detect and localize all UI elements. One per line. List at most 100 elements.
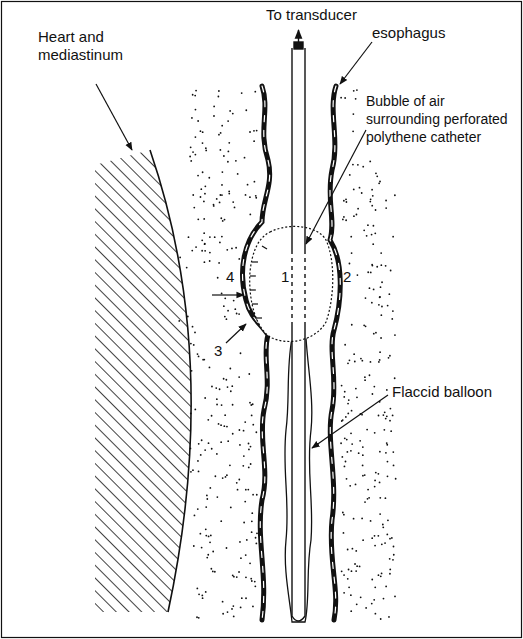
stipple-dot	[351, 252, 353, 254]
stipple-dot	[240, 352, 242, 354]
stipple-dot	[209, 487, 211, 489]
stipple-dot	[216, 496, 218, 498]
stipple-dot	[218, 262, 220, 264]
stipple-dot	[386, 415, 388, 417]
stipple-dot	[240, 607, 242, 609]
stipple-dot	[254, 181, 256, 183]
stipple-dot	[214, 236, 216, 238]
stipple-dot	[227, 120, 229, 122]
stipple-dot	[202, 131, 204, 133]
stipple-dot	[192, 469, 194, 471]
stipple-dot	[388, 293, 390, 295]
stipple-dot	[389, 569, 391, 571]
flaccid-balloon	[285, 338, 312, 622]
stipple-dot	[392, 451, 394, 453]
stipple-dot	[350, 610, 352, 612]
stipple-dot	[351, 324, 353, 326]
stipple-dot	[358, 452, 360, 454]
stipple-dot	[226, 249, 228, 251]
stipple-dot	[229, 110, 231, 112]
stipple-dot	[224, 219, 226, 221]
stipple-dot	[250, 446, 252, 448]
stipple-dot	[343, 592, 345, 594]
stipple-dot	[221, 194, 223, 196]
stipple-dot	[218, 134, 220, 136]
stipple-dot	[192, 151, 194, 153]
air-bubble	[250, 226, 333, 341]
stipple-dot	[360, 358, 362, 360]
stipple-dot	[355, 483, 357, 485]
stipple-dot	[353, 353, 355, 355]
stipple-dot	[209, 541, 211, 543]
stipple-dot	[385, 497, 387, 499]
stipple-dot	[238, 258, 240, 260]
stipple-dot	[393, 554, 395, 556]
stipple-dot	[371, 189, 373, 191]
stipple-dot	[380, 264, 382, 266]
stipple-dot	[386, 534, 388, 536]
stipple-dot	[342, 512, 344, 514]
stipple-dot	[220, 520, 222, 522]
stipple-dot	[232, 404, 234, 406]
stipple-dot	[216, 453, 218, 455]
stipple-dot	[371, 234, 373, 236]
stipple-dot	[350, 432, 352, 434]
stipple-dot	[388, 357, 390, 359]
stipple-dot	[363, 229, 365, 231]
stipple-dot	[227, 440, 229, 442]
stipple-dot	[196, 588, 198, 590]
stipple-dot	[370, 198, 372, 200]
stipple-dot	[201, 239, 203, 241]
stipple-dot	[198, 356, 200, 358]
stipple-dot	[253, 130, 255, 132]
stipple-dot	[380, 252, 382, 254]
stipple-dot	[395, 478, 397, 480]
stipple-dot	[357, 208, 359, 210]
stipple-dot	[385, 200, 387, 202]
stipple-dot	[359, 187, 361, 189]
stipple-dot	[190, 343, 192, 345]
stipple-dot	[205, 506, 207, 508]
stipple-dot	[230, 507, 232, 509]
stipple-dot	[252, 494, 254, 496]
stipple-dot	[241, 92, 243, 94]
stipple-dot	[394, 194, 396, 196]
stipple-dot	[346, 451, 348, 453]
stipple-dot	[205, 147, 207, 149]
stipple-dot	[190, 471, 192, 473]
stipple-dot	[382, 414, 384, 416]
stipple-dot	[244, 421, 246, 423]
stipple-dot	[385, 418, 387, 420]
stipple-dot	[232, 113, 234, 115]
stipple-dot	[205, 591, 207, 593]
stipple-dot	[251, 512, 253, 514]
stipple-dot	[346, 201, 348, 203]
part-label: esophagus	[372, 24, 445, 42]
stipple-dot	[373, 289, 375, 291]
stipple-dot	[367, 271, 369, 273]
stipple-dot	[379, 482, 381, 484]
stipple-dot	[341, 420, 343, 422]
stipple-dot	[233, 300, 235, 302]
stipple-dot	[359, 440, 361, 442]
stipple-dot	[248, 373, 250, 375]
stipple-dot	[379, 296, 381, 298]
stipple-dot	[212, 571, 214, 573]
stipple-dot	[351, 410, 353, 412]
stipple-dot	[227, 310, 229, 312]
stipple-dot	[375, 332, 377, 334]
stipple-dot	[370, 271, 372, 273]
stipple-dot	[249, 562, 251, 564]
stipple-dot	[226, 318, 228, 320]
callout-number: 3	[214, 342, 222, 360]
stipple-dot	[365, 297, 367, 299]
stipple-dot	[199, 533, 201, 535]
stipple-dot	[213, 204, 215, 206]
part-label: To transducer	[266, 6, 357, 24]
stipple-dot	[197, 353, 199, 355]
stipple-dot	[385, 452, 387, 454]
stipple-dot	[235, 160, 237, 162]
stipple-dot	[221, 293, 223, 295]
stipple-dot	[383, 429, 385, 431]
stipple-dot	[342, 419, 344, 421]
